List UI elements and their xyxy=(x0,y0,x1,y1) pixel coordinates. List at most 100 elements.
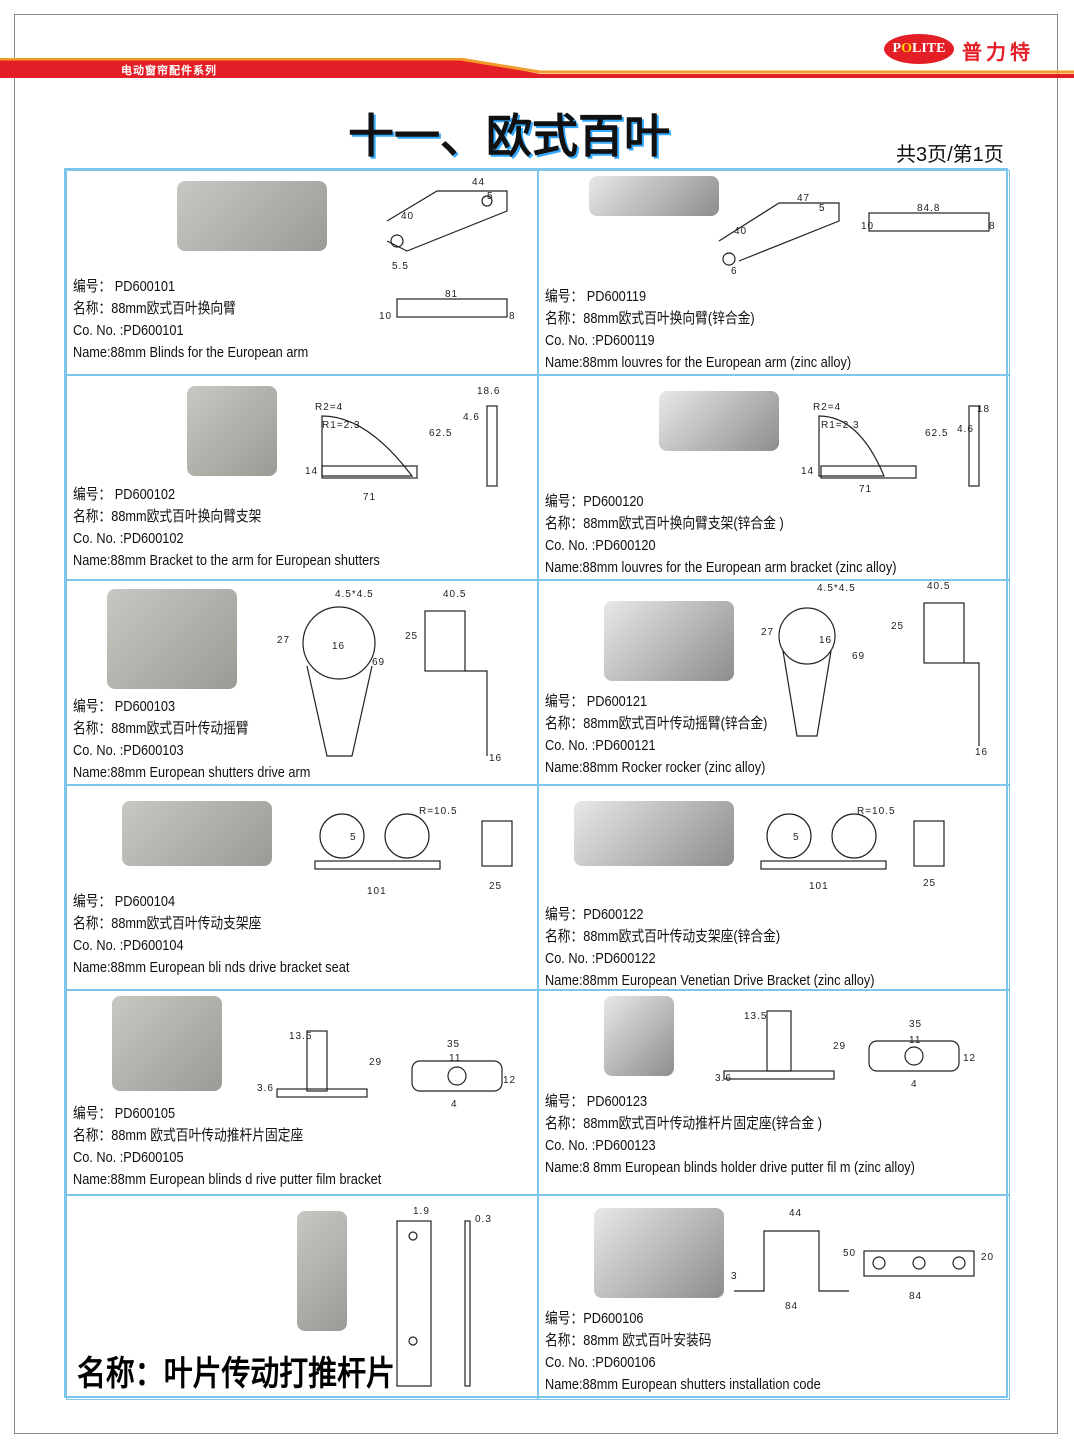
dimension-label: 40.5 xyxy=(443,589,467,600)
dimension-label: 4 xyxy=(911,1079,918,1090)
product-code: 编号：PD600120 xyxy=(545,493,644,510)
product-name-cn: 名称：88mm欧式百叶传动摇臂 xyxy=(73,720,249,737)
dimension-label: 8 xyxy=(509,311,516,322)
page-number: 共3页/第1页 xyxy=(896,144,1004,166)
product-name-cn: 名称：88mm 欧式百叶安装码 xyxy=(545,1332,712,1349)
product-info: 编号： PD600101 名称：88mm欧式百叶换向臂 Co. No. :PD6… xyxy=(73,276,308,364)
product-name-cn: 名称：88mm 欧式百叶传动推杆片固定座 xyxy=(73,1127,304,1144)
dimension-label: 44 xyxy=(472,177,486,188)
product-name-en: Name:8 8mm European blinds holder drive … xyxy=(545,1159,915,1176)
dimension-label: 62.5 xyxy=(925,428,949,439)
header-band xyxy=(0,58,1074,78)
product-photo xyxy=(122,801,272,866)
dimension-label: 16 xyxy=(332,641,346,652)
dimension-label: 11 xyxy=(449,1053,462,1064)
product-code: 编号： PD600102 xyxy=(73,486,176,503)
company-number: Co. No. :PD600122 xyxy=(545,950,656,967)
product-code: 编号：PD600106 xyxy=(545,1310,644,1327)
dimension-label: 69 xyxy=(372,657,386,668)
product-photo xyxy=(604,996,674,1076)
product-name-large: 名称：叶片传动打推杆片 xyxy=(77,1355,395,1393)
technical-drawing xyxy=(396,1220,471,1387)
product-name-cn: 名称：88mm欧式百叶传动推杆片固定座(锌合金 ) xyxy=(545,1115,822,1132)
dimension-label: 4.5*4.5 xyxy=(335,589,374,600)
dimension-label: 71 xyxy=(363,492,377,503)
company-number: Co. No. :PD600119 xyxy=(545,332,655,349)
technical-drawing xyxy=(321,405,498,487)
dimension-label: 84.8 xyxy=(917,203,941,214)
company-number: Co. No. :PD600106 xyxy=(545,1354,656,1371)
product-info: 编号： PD600123 名称：88mm欧式百叶传动推杆片固定座(锌合金 ) C… xyxy=(545,1091,915,1179)
dimension-label: 5.5 xyxy=(392,261,409,272)
product-info: 编号：PD600106 名称：88mm 欧式百叶安装码 Co. No. :PD6… xyxy=(545,1308,821,1396)
dimension-label: 25 xyxy=(891,621,905,632)
product-code: 编号： PD600104 xyxy=(73,893,176,910)
dimension-label: 5 xyxy=(819,203,826,214)
product-name-en: Name:88mm European blinds d rive putter … xyxy=(73,1171,382,1188)
dimension-label: 62.5 xyxy=(429,428,453,439)
dimension-label: R2=4 xyxy=(813,402,842,413)
dimension-label: 12 xyxy=(963,1053,977,1064)
dimension-label: 0.3 xyxy=(475,1214,492,1225)
dimension-label: 29 xyxy=(833,1041,847,1052)
product-name-en: Name:88mm Bracket to the arm for Europea… xyxy=(73,552,380,569)
product-name-en: Name:88mm Blinds for the European arm xyxy=(73,344,309,361)
dimension-label: 3.6 xyxy=(715,1073,732,1084)
product-name-cn: 名称：88mm欧式百叶传动支架座 xyxy=(73,915,262,932)
product-name-cn: 名称：88mm欧式百叶传动支架座(锌合金) xyxy=(545,928,781,945)
dimension-label: 5 xyxy=(793,832,800,843)
product-name-en: Name:88mm louvres for the European arm b… xyxy=(545,559,897,576)
product-photo xyxy=(177,181,327,251)
dimension-label: 13.5 xyxy=(289,1031,313,1042)
product-info: 编号：PD600122 名称：88mm欧式百叶传动支架座(锌合金) Co. No… xyxy=(545,904,875,989)
product-info: 编号： PD600102 名称：88mm欧式百叶换向臂支架 Co. No. :P… xyxy=(73,484,380,572)
technical-drawing xyxy=(778,602,980,746)
product-photo xyxy=(107,589,237,689)
dimension-label: 4.5*4.5 xyxy=(817,583,856,594)
dimension-label: R1=2.3 xyxy=(821,420,860,431)
dimension-label: 101 xyxy=(809,881,829,892)
product-name-cn: 名称：88mm欧式百叶换向臂 xyxy=(73,300,236,317)
page-title: 十一、欧式百叶 xyxy=(348,110,670,162)
product-name-en: Name:88mm European bli nds drive bracket… xyxy=(73,959,350,976)
dimension-label: 35 xyxy=(909,1019,923,1030)
dimension-label: 71 xyxy=(859,484,873,495)
product-photo xyxy=(659,391,779,451)
product-name-cn: 名称：88mm欧式百叶换向臂支架 xyxy=(73,508,262,525)
product-name-cn: 名称：88mm欧式百叶传动摇臂(锌合金) xyxy=(545,715,768,732)
product-photo xyxy=(187,386,277,476)
dimension-label: 40.5 xyxy=(927,581,951,592)
dimension-label: 40 xyxy=(401,211,415,222)
product-code: 编号： PD600119 xyxy=(545,288,647,305)
product-name-en: Name:88mm European shutters drive arm xyxy=(73,764,311,781)
dimension-label: 101 xyxy=(367,886,387,897)
product-info: 编号： PD600104 名称：88mm欧式百叶传动支架座 Co. No. :P… xyxy=(73,891,349,979)
dimension-label: 12 xyxy=(503,1075,517,1086)
technical-drawing xyxy=(386,190,508,318)
product-info: 编号： PD600121 名称：88mm欧式百叶传动摇臂(锌合金) Co. No… xyxy=(545,691,767,779)
dimension-label: 27 xyxy=(761,627,775,638)
polite-logo: POLITE xyxy=(884,34,954,64)
technical-drawing xyxy=(718,202,990,266)
technical-drawing xyxy=(818,405,980,487)
dimension-label: 6 xyxy=(731,266,738,277)
product-photo xyxy=(604,601,734,681)
product-photo xyxy=(574,801,734,866)
company-number: Co. No. :PD600105 xyxy=(73,1149,184,1166)
dimension-label: 40 xyxy=(734,226,748,237)
dimension-label: 69 xyxy=(852,651,866,662)
dimension-label: R1=2.3 xyxy=(322,420,361,431)
dimension-label: 35 xyxy=(447,1039,461,1050)
dimension-label: 14 xyxy=(801,466,815,477)
product-code: 编号：PD600122 xyxy=(545,906,644,923)
technical-drawing xyxy=(302,606,488,757)
dimension-label: 11 xyxy=(909,1035,922,1046)
dimension-label: 10 xyxy=(861,221,875,232)
